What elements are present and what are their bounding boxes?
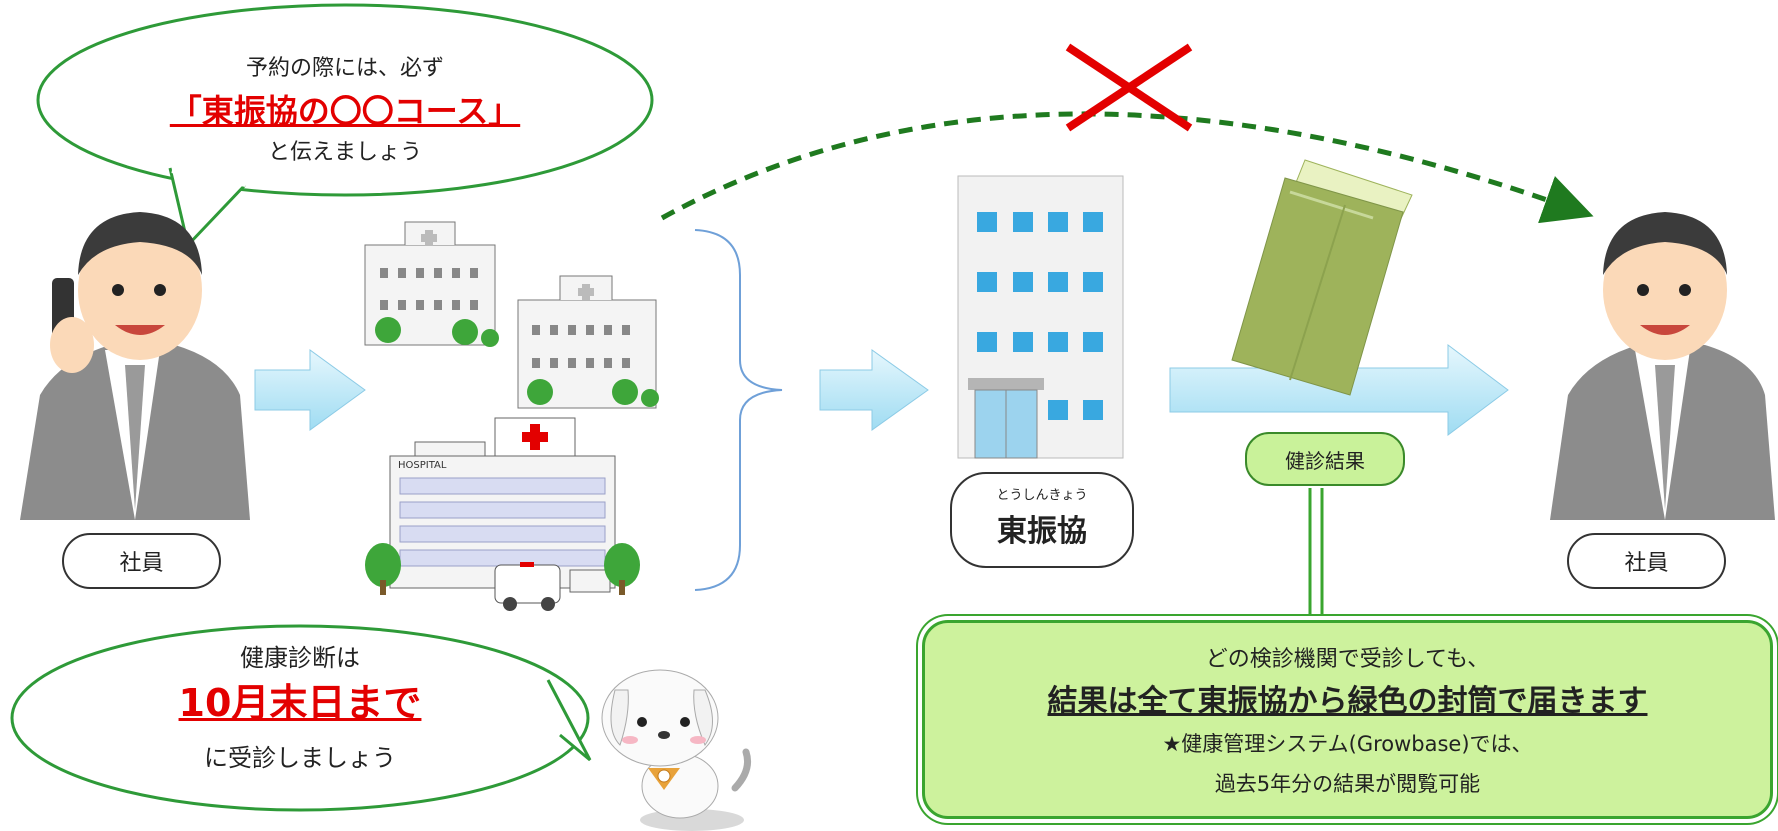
employee-left-illustration bbox=[20, 212, 250, 520]
bubble-top-line1: 予約の際には、必ず bbox=[245, 56, 444, 81]
result-label: 健診結果 bbox=[1245, 432, 1405, 486]
hospital-building-1 bbox=[364, 221, 499, 347]
org-ruby: とうしんきょう bbox=[996, 488, 1088, 503]
speech-bubble-top bbox=[36, 3, 654, 249]
org-building bbox=[957, 175, 1124, 459]
bubble-bottom-line3: に受診しましょう bbox=[204, 744, 396, 772]
employee-right-illustration bbox=[1550, 212, 1775, 520]
hospital-building-2 bbox=[517, 275, 659, 409]
dashed-direct-arrow bbox=[660, 111, 1594, 224]
bubble-bottom-line1: 健康診断は bbox=[240, 644, 360, 672]
bubble-bottom-deadline-emphasis: 10月末日まで bbox=[178, 681, 422, 725]
org-label-box: とうしんきょう 東振協 bbox=[950, 472, 1134, 568]
arrow-to-org bbox=[819, 349, 929, 431]
info-line1: どの検診機関で受診しても、 bbox=[1205, 647, 1490, 672]
info-line4: 過去5年分の結果が閲覧可能 bbox=[1214, 772, 1481, 796]
green-envelope bbox=[1231, 159, 1413, 396]
arrow-to-hospitals bbox=[254, 349, 366, 431]
speech-bubble-bottom bbox=[10, 624, 592, 812]
employee-right-label: 社員 bbox=[1567, 533, 1726, 589]
employee-left-label: 社員 bbox=[62, 533, 221, 589]
org-name: 東振協 bbox=[997, 514, 1087, 549]
bubble-top-line3: と伝えましょう bbox=[267, 140, 422, 165]
hospital-building-large bbox=[365, 417, 640, 611]
curly-brace bbox=[694, 229, 783, 591]
red-cross-mark bbox=[1065, 43, 1193, 132]
info-line2-emphasis: 結果は全て東振協から緑色の封筒で届きます bbox=[1047, 684, 1648, 719]
result-connector bbox=[1308, 488, 1324, 618]
info-box: どの検診機関で受診しても、 結果は全て東振協から緑色の封筒で届きます ★健康管理… bbox=[922, 620, 1773, 819]
hospital-sign-text: HOSPITAL bbox=[398, 460, 447, 471]
info-line3: ★健康管理システム(Growbase)では、 bbox=[1162, 732, 1533, 756]
mascot-dog bbox=[601, 669, 752, 831]
bubble-top-course-emphasis: 「東振協の〇〇コース」 bbox=[169, 92, 521, 130]
